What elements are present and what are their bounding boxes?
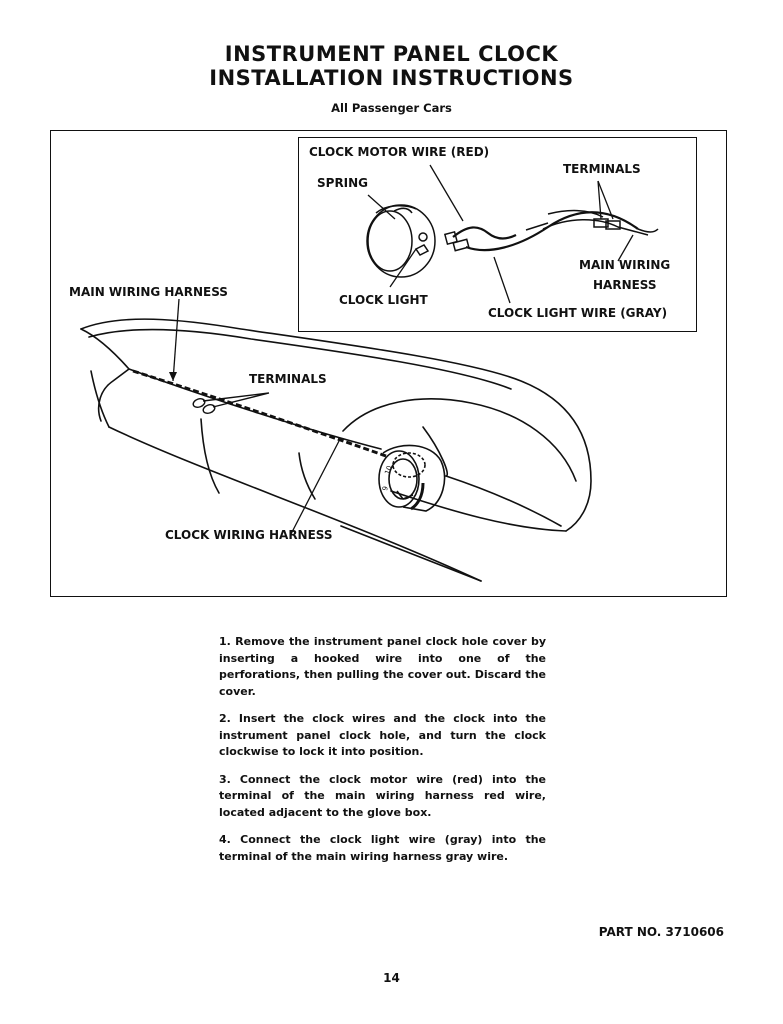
part-number: PART NO. 3710606 bbox=[598, 925, 724, 939]
label-clock-light: CLOCK LIGHT bbox=[339, 293, 428, 307]
page-subtitle: All Passenger Cars bbox=[331, 101, 452, 115]
instruction-step-3: 3. Connect the clock motor wire (red) in… bbox=[219, 772, 546, 819]
installation-diagram: 10 9 bbox=[50, 130, 727, 597]
label-inset-main-wiring-harness-1: MAIN WIRING bbox=[579, 258, 671, 272]
svg-text:9: 9 bbox=[381, 486, 390, 492]
label-clock-wiring-harness: CLOCK WIRING HARNESS bbox=[165, 528, 333, 542]
instruction-step-1: 1. Remove the instrument panel clock hol… bbox=[219, 635, 546, 698]
instruction-step-2: 2. Insert the clock wires and the clock … bbox=[219, 712, 546, 758]
instruction-step-4: 4. Connect the clock light wire (gray) i… bbox=[219, 833, 546, 863]
label-inset-main-wiring-harness-2: HARNESS bbox=[593, 278, 657, 292]
label-clock-light-wire: CLOCK LIGHT WIRE (GRAY) bbox=[488, 306, 668, 320]
label-clock-motor-wire: CLOCK MOTOR WIRE (RED) bbox=[309, 145, 490, 159]
page-title-line1: INSTRUMENT PANEL CLOCK bbox=[224, 42, 559, 66]
label-spring: SPRING bbox=[317, 176, 369, 190]
dashboard-illustration: 10 9 bbox=[80, 164, 659, 582]
instruction-list: 1. Remove the instrument panel clock hol… bbox=[219, 634, 546, 876]
label-main-wiring-harness: MAIN WIRING HARNESS bbox=[69, 285, 228, 299]
label-terminals: TERMINALS bbox=[249, 372, 327, 386]
page-number: 14 bbox=[383, 971, 400, 985]
svg-text:10: 10 bbox=[383, 465, 394, 476]
page-title-line2: INSTALLATION INSTRUCTIONS bbox=[209, 66, 574, 90]
wiring-detail-inset bbox=[298, 137, 697, 332]
label-inset-terminals: TERMINALS bbox=[563, 162, 641, 176]
